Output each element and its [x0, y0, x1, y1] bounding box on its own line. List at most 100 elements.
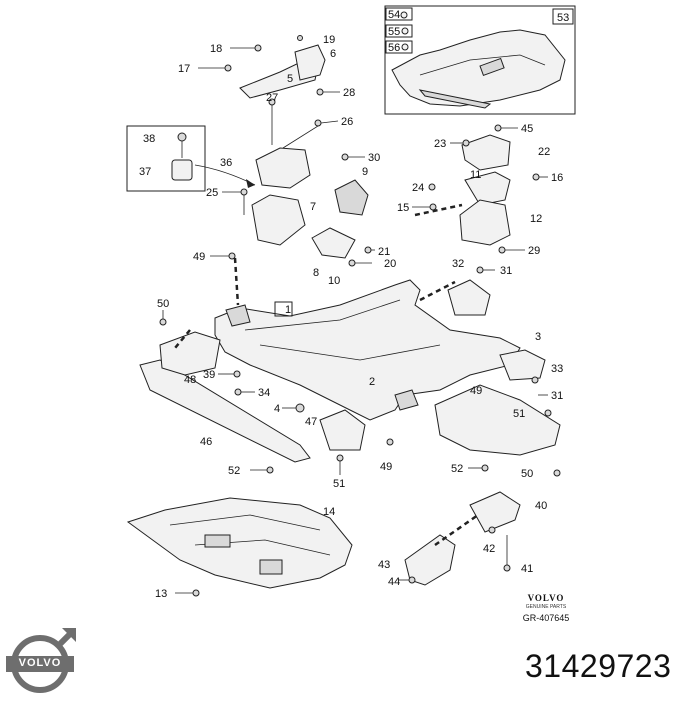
callout-49b: 49 [470, 385, 482, 397]
bolt-49-mid [386, 438, 394, 446]
callout-6: 6 [330, 48, 336, 60]
callout-7: 7 [310, 201, 316, 213]
engine-mount-right [414, 134, 511, 316]
bolt-51-mid [336, 454, 344, 462]
legend-icon-55 [401, 27, 409, 35]
bracket-part-9 [334, 179, 369, 216]
callout-48: 48 [184, 374, 196, 386]
logo-wordmark: VOLVO [18, 657, 62, 669]
callout-13: 13 [155, 588, 167, 600]
bolt-16 [532, 173, 540, 181]
part-number: 31429723 [525, 648, 672, 684]
callout-45: 45 [521, 123, 533, 135]
bolt-41 [503, 564, 511, 572]
callout-17: 17 [178, 63, 190, 75]
callout-20: 20 [384, 258, 396, 270]
subframe-assembly [139, 257, 561, 463]
bolt-50-left [159, 318, 167, 326]
callout-55: 55 [388, 26, 400, 38]
bracket-part-33 [499, 349, 546, 381]
inset-panel-undertray [384, 5, 576, 115]
callout-33: 33 [551, 363, 563, 375]
callout-47: 47 [305, 416, 317, 428]
callout-1: 1 [285, 304, 291, 316]
bushing-front-left [225, 304, 251, 327]
callout-29: 29 [528, 245, 540, 257]
legend-box-54 [385, 7, 413, 21]
callout-9: 9 [362, 166, 368, 178]
bolt-30 [341, 153, 349, 161]
bracket-part-12 [459, 199, 511, 246]
callout-27: 27 [266, 92, 278, 104]
lower-shield-assembly [126, 497, 353, 589]
callout-52a: 52 [228, 465, 240, 477]
inset-panel-bushing [126, 125, 256, 192]
dashed-link-3 [233, 257, 240, 306]
undertray-shape [391, 29, 566, 107]
callout-50a: 50 [157, 298, 169, 310]
bracket-part-40 [469, 491, 521, 533]
callout-42: 42 [483, 543, 495, 555]
undershield-vent-1 [204, 534, 231, 548]
callout-49c: 49 [380, 461, 392, 473]
callout-4: 4 [274, 403, 280, 415]
callout-43: 43 [378, 559, 390, 571]
bolt-51-right [544, 409, 552, 417]
callout-56: 56 [388, 42, 400, 54]
bolt-34 [234, 388, 242, 396]
bushing-rear-right [394, 389, 419, 411]
callout-16: 16 [551, 172, 563, 184]
bolt-44 [408, 576, 416, 584]
callout-34: 34 [258, 387, 270, 399]
nut-4 [295, 403, 305, 413]
clip-42 [488, 526, 496, 534]
bushing-part-37 [171, 159, 193, 181]
lower-bracket-assembly [404, 491, 521, 586]
undershield-rib-1 [169, 514, 321, 531]
undertray-vent [479, 57, 505, 77]
bolt-25 [240, 188, 248, 196]
bolt-50-right [553, 469, 561, 477]
mount-part-22 [461, 134, 511, 171]
bolt-24 [428, 183, 436, 191]
callout-24: 24 [412, 182, 424, 194]
brand-subtitle: GENUINE PARTS [525, 604, 567, 610]
callout-37: 37 [139, 166, 151, 178]
bracket-part-8 [311, 227, 356, 259]
bolt-18 [254, 44, 262, 52]
dashed-link-2 [419, 280, 456, 302]
callout-40: 40 [535, 500, 547, 512]
bolt-31-top [476, 266, 484, 274]
callout-54: 54 [388, 9, 400, 21]
callout-10: 10 [328, 275, 340, 287]
callout-18: 18 [210, 43, 222, 55]
bolt-13 [192, 589, 200, 597]
bracket-part-48 [159, 331, 221, 376]
callout-50b: 50 [521, 468, 533, 480]
callout-26: 26 [341, 116, 353, 128]
callout-21: 21 [378, 246, 390, 258]
callout-30: 30 [368, 152, 380, 164]
callout-3: 3 [535, 331, 541, 343]
legend-box-55 [385, 24, 413, 38]
bracket-part-47 [319, 409, 366, 451]
callout-25: 25 [206, 187, 218, 199]
crossmember-part-46 [139, 359, 311, 463]
subframe-edge-1 [244, 299, 401, 331]
bracket-part-32 [447, 279, 491, 316]
bolt-52-left [266, 466, 274, 474]
undertray-lip [418, 89, 492, 109]
callout-52b: 52 [451, 463, 463, 475]
callout-14: 14 [323, 506, 335, 518]
reference-code: GR-407645 [522, 613, 570, 623]
bolt-26 [314, 119, 322, 127]
callout-46: 46 [200, 436, 212, 448]
shield-part-49 [434, 384, 561, 456]
callout-36: 36 [220, 157, 232, 169]
legend-icon-56 [401, 43, 409, 51]
nut-20 [348, 259, 356, 267]
brand-wordmark: VOLVO [527, 593, 565, 603]
mount-part-11 [464, 171, 511, 206]
legend-icon-54 [400, 11, 408, 19]
bolt-52-right [481, 464, 489, 472]
